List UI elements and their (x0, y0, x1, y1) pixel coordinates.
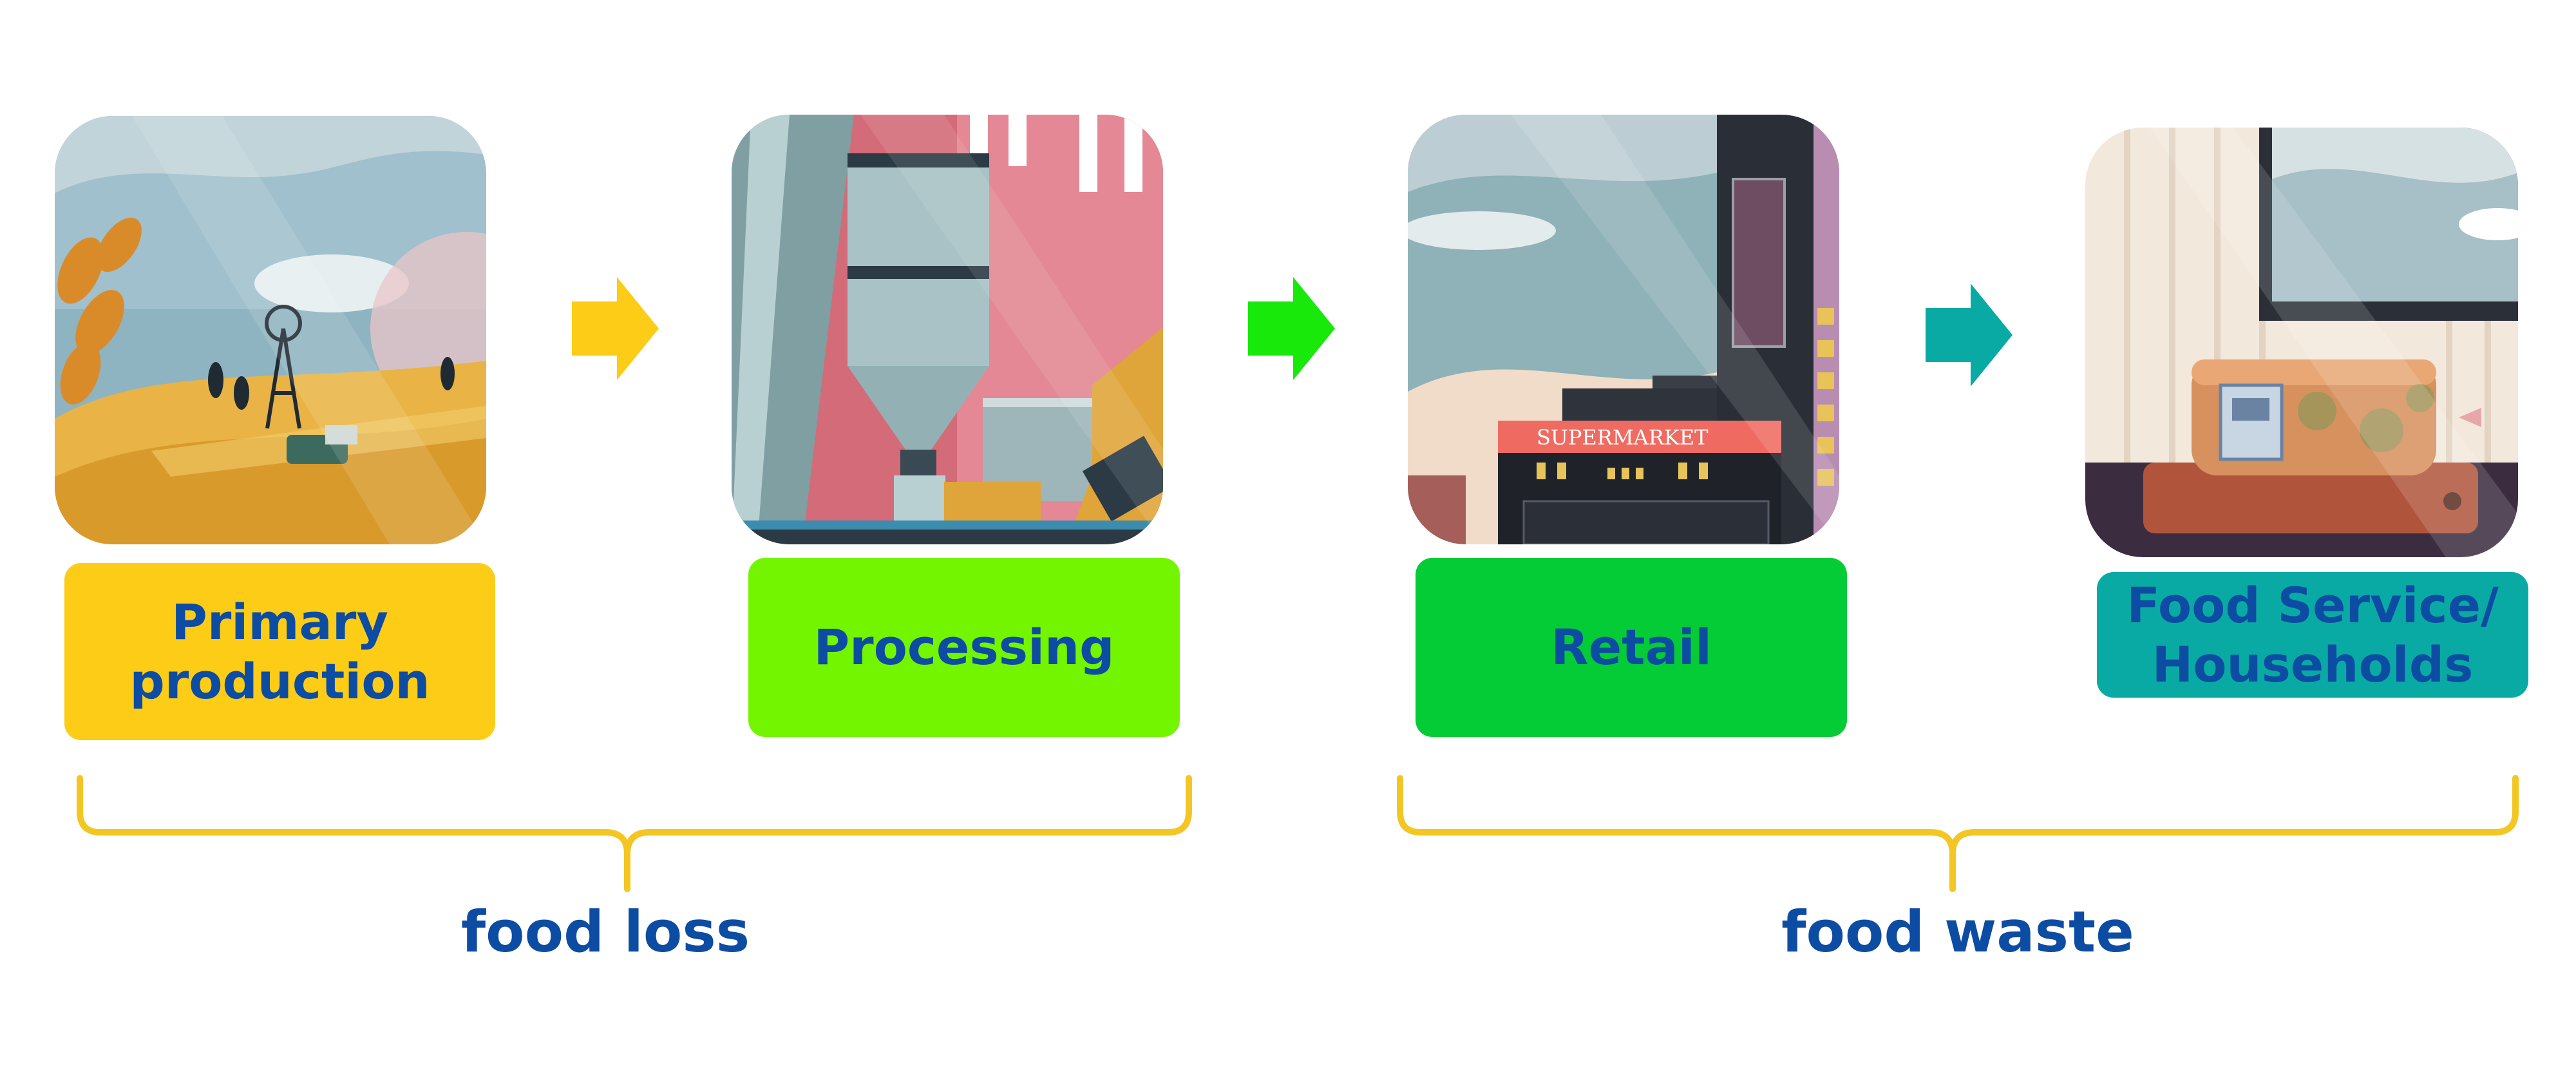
flow-arrow-icon (1248, 277, 1335, 380)
stage-label-line: Households (2152, 635, 2474, 693)
processing-illustration (732, 115, 1163, 544)
stage-label-line: Primary (171, 593, 388, 651)
households-illustration (2085, 128, 2518, 557)
food-waste-label: food waste (1781, 899, 2134, 965)
food-waste-brace (1397, 775, 2519, 892)
retail-illustration: SUPERMARKET (1408, 115, 1839, 544)
stage-label-line: production (129, 652, 430, 710)
food-loss-brace (77, 775, 1192, 892)
primary-production-illustration (55, 116, 486, 544)
stage-label-line: Food Service/ (2126, 577, 2499, 635)
food-loss-label: food loss (460, 899, 750, 965)
flow-arrow-icon (1926, 283, 2012, 387)
stage-label-households: Food Service/ Households (2097, 572, 2528, 698)
stage-label-retail: Retail (1416, 558, 1847, 737)
stage-label-processing: Processing (748, 558, 1180, 737)
stage-label-primary-production: Primary production (64, 563, 495, 740)
supermarket-sign-text: SUPERMARKET (1537, 425, 1709, 450)
flow-arrow-icon (572, 277, 659, 380)
stage-label-line: Retail (1551, 618, 1712, 676)
stage-label-line: Processing (813, 618, 1115, 676)
